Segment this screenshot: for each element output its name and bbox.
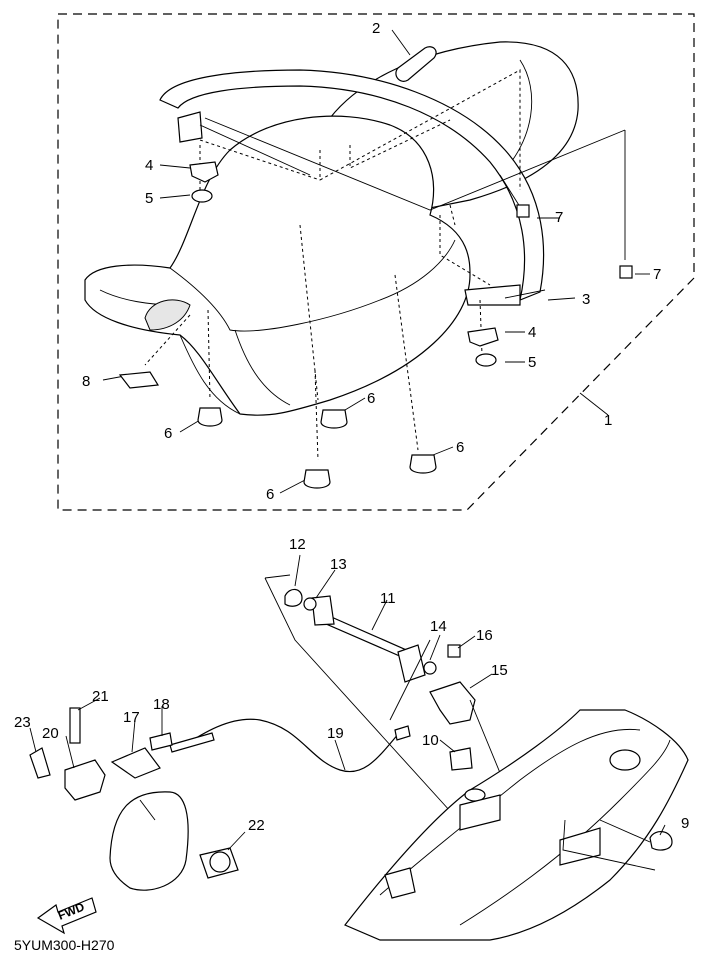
callout-19: 19 bbox=[327, 725, 344, 742]
callout-4: 4 bbox=[145, 157, 153, 174]
callout-22: 22 bbox=[248, 817, 265, 834]
callout-17: 17 bbox=[123, 709, 140, 726]
seat-lock-cable bbox=[169, 718, 411, 773]
frame bbox=[344, 709, 689, 941]
seat-small-parts bbox=[118, 46, 633, 489]
lock-mechanism bbox=[264, 574, 546, 883]
callout-12: 12 bbox=[289, 536, 306, 553]
callout-16: 16 bbox=[476, 627, 493, 644]
forward-direction-arrow: FWD bbox=[36, 897, 97, 935]
callout-8: 8 bbox=[82, 373, 90, 390]
grab-rail bbox=[159, 69, 546, 306]
callout-6: 6 bbox=[266, 486, 274, 503]
callout-18: 18 bbox=[153, 696, 170, 713]
figure-code: 5YUM300-H270 bbox=[14, 937, 115, 953]
callout-5: 5 bbox=[145, 190, 153, 207]
callout-13: 13 bbox=[330, 556, 347, 573]
callout-4: 4 bbox=[528, 324, 536, 341]
callout-23: 23 bbox=[14, 714, 31, 731]
callout-6: 6 bbox=[367, 390, 375, 407]
seat-leaders bbox=[102, 29, 650, 494]
callout-7: 7 bbox=[653, 266, 661, 283]
lower-leaders bbox=[29, 554, 666, 851]
callout-14: 14 bbox=[430, 618, 447, 635]
callout-7: 7 bbox=[555, 209, 563, 226]
callout-3: 3 bbox=[582, 291, 590, 308]
callout-1: 1 bbox=[604, 412, 612, 429]
damper-set bbox=[197, 407, 437, 489]
callout-10: 10 bbox=[422, 732, 439, 749]
callout-11: 11 bbox=[380, 590, 396, 607]
callout-labels: 1 2 3 4 4 5 5 6 6 6 6 7 7 8 9 10 11 12 1… bbox=[14, 20, 689, 834]
seat-assembly-boundary bbox=[57, 13, 695, 511]
callout-9: 9 bbox=[681, 815, 689, 832]
key-lock-parts bbox=[29, 707, 239, 891]
callout-21: 21 bbox=[92, 688, 109, 705]
callout-6: 6 bbox=[164, 425, 172, 442]
callout-15: 15 bbox=[491, 662, 508, 679]
callout-5: 5 bbox=[528, 354, 536, 371]
seat-body bbox=[84, 41, 579, 416]
callout-20: 20 bbox=[42, 725, 59, 742]
callout-6: 6 bbox=[456, 439, 464, 456]
callout-2: 2 bbox=[372, 20, 380, 37]
